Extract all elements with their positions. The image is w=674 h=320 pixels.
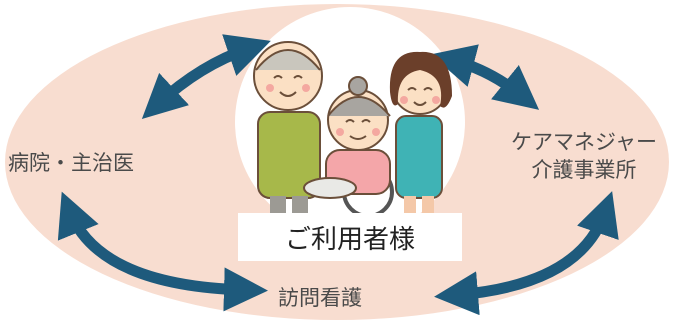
- node-home-nursing-label: 訪問看護: [278, 286, 362, 310]
- center-label-user: ご利用者様: [284, 224, 415, 255]
- arrow-hospital-to-nursing: [57, 191, 268, 312]
- elderly-woman-figure: [303, 76, 394, 218]
- center-label-box: ご利用者様: [238, 213, 462, 261]
- arrow-user-to-caremanager: [430, 44, 540, 110]
- node-care-manager-line2: 介護事業所: [531, 158, 637, 183]
- node-hospital-label: 病院・主治医: [8, 151, 134, 175]
- arrow-hospital-to-user: [141, 34, 271, 119]
- node-hospital: 病院・主治医: [8, 149, 134, 177]
- arrow-nursing-to-caremanager: [434, 191, 619, 316]
- caregiver-woman-figure: [389, 51, 452, 218]
- node-care-manager: ケアマネジャー 介護事業所: [500, 128, 668, 185]
- node-care-manager-line1: ケアマネジャー: [511, 130, 657, 154]
- elderly-man-figure: [253, 41, 323, 216]
- node-home-nursing: 訪問看護: [278, 284, 362, 312]
